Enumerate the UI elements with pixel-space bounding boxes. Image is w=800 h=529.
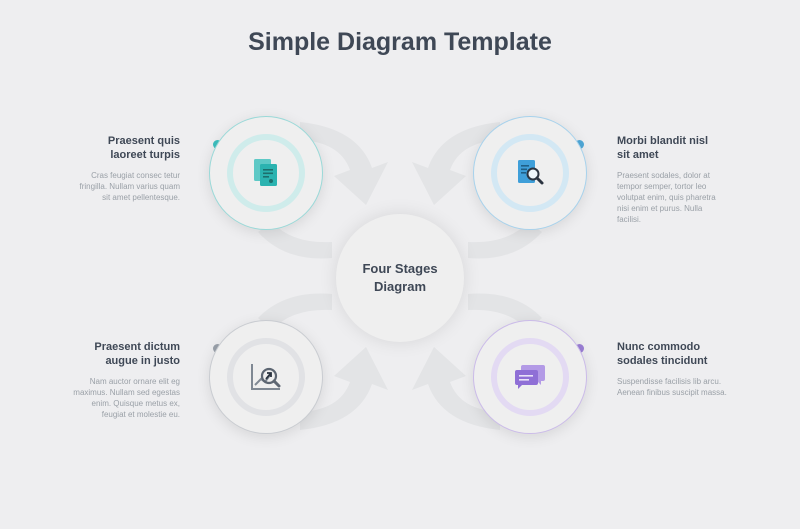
- stage-1-body: Cras feugiat consec tetur fringilla. Nul…: [79, 171, 180, 202]
- stage-1-ring: [227, 134, 305, 212]
- page-title: Simple Diagram Template: [248, 28, 552, 56]
- stage-4-text: Nunc commodo sodales tincidunt Suspendis…: [617, 340, 727, 398]
- center-circle: Four Stages Diagram: [336, 214, 464, 342]
- stage-1-node: [209, 116, 323, 230]
- stage-2-title-line1: Morbi blandit nisl: [617, 135, 709, 147]
- arrow-bottom-left: [300, 347, 388, 430]
- chat-bubbles-icon: [515, 365, 545, 389]
- stage-1-title-line1: Praesent quis: [107, 135, 180, 147]
- stage-2-ring: [491, 134, 569, 212]
- stage-1-title-line2: laoreet turpis: [110, 149, 180, 161]
- arrow-top-left: [300, 122, 388, 205]
- stage-4-ring: [491, 338, 569, 416]
- arrow-bottom-right: [412, 347, 500, 430]
- center-label: Four Stages Diagram: [362, 261, 438, 294]
- document-search-icon: [518, 160, 544, 185]
- stage-1-text: Praesent quis laoreet turpis Cras feugia…: [70, 134, 180, 203]
- arc-top-right: [468, 222, 542, 259]
- chart-magnifier-icon: [251, 364, 281, 390]
- stage-4-title-line2: sodales tincidunt: [617, 355, 708, 367]
- stage-4-title-line1: Nunc commodo: [617, 341, 701, 353]
- stage-3-text: Praesent dictum augue in justo Nam aucto…: [70, 340, 180, 420]
- stage-2-body: Praesent sodales, dolor at tempor semper…: [617, 171, 716, 224]
- stage-4-node: [473, 320, 587, 434]
- stage-2-node: [473, 116, 587, 230]
- stage-3-title-line2: augue in justo: [105, 355, 180, 367]
- stage-4-body: Suspendisse facilisis lib arcu. Aenean f…: [617, 377, 727, 397]
- documents-icon: [254, 159, 277, 186]
- stage-3-title-line1: Praesent dictum: [94, 341, 180, 353]
- stage-3-node: [209, 320, 323, 434]
- arc-top-left: [258, 222, 332, 259]
- stage-2-title-line2: sit amet: [617, 149, 659, 161]
- stage-3-body: Nam auctor ornare elit eg maximus. Nulla…: [73, 377, 180, 419]
- arrow-top-right: [412, 122, 500, 205]
- stage-3-ring: [227, 338, 305, 416]
- stage-2-text: Morbi blandit nisl sit amet Praesent sod…: [617, 134, 727, 225]
